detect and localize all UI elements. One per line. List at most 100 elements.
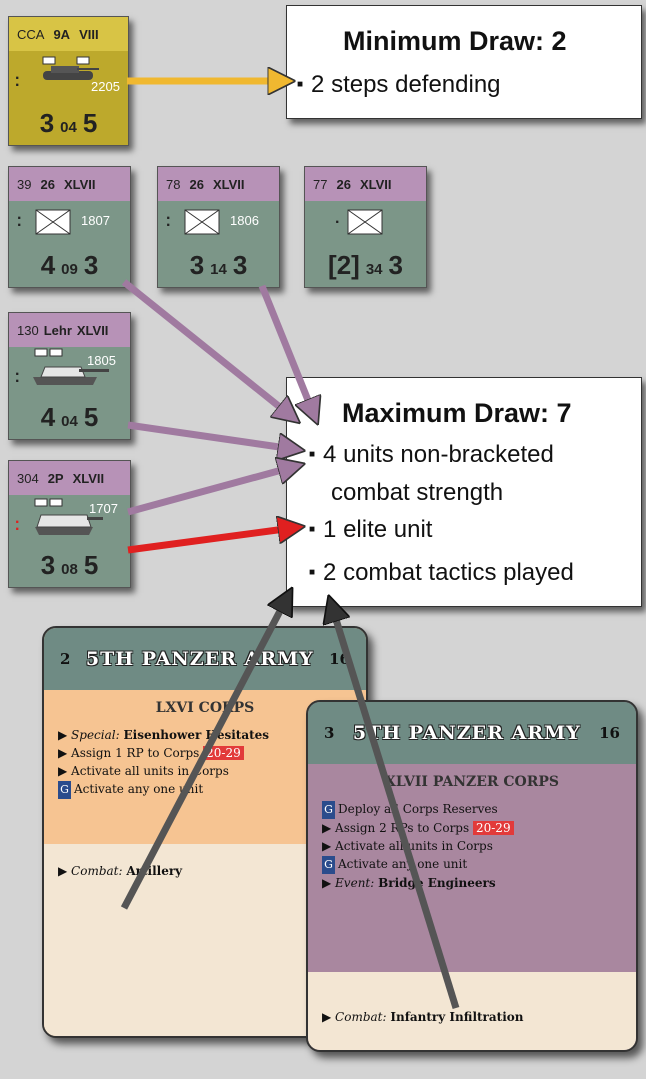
activate-all-text: Activate all units in Corps <box>71 764 229 778</box>
event-label: Event: <box>335 876 375 890</box>
attack-value: 4 <box>40 250 56 280</box>
maximum-draw-item: ■ 4 units non-bracketed <box>309 438 554 472</box>
counter-corps: XLVII <box>359 176 392 192</box>
item-text: 1 elite unit <box>323 516 433 543</box>
counter-division: 26 <box>189 176 204 192</box>
card-value: 16 <box>599 724 620 742</box>
combat-text: Artillery <box>126 864 183 878</box>
activate-one-text: Activate any one unit <box>338 857 468 871</box>
counter-division: 2P <box>47 470 64 486</box>
combat-label: Combat: <box>71 864 123 878</box>
deploy-text: Deploy all Corps Reserves <box>338 802 498 816</box>
counter-corps: XLVII <box>76 322 109 338</box>
counter-division: 26 <box>40 176 55 192</box>
range-tag: 20-29 <box>472 821 514 835</box>
card-combat-line: ▶ Combat: Artillery <box>58 864 183 878</box>
maximum-draw-title: Maximum Draw: 7 <box>342 398 572 428</box>
strength-dots: ·· <box>15 70 21 94</box>
counter-id: 77 <box>313 176 328 192</box>
card-line-activate-all: ▶ Activate all units in Corps <box>322 839 493 853</box>
panther-tank-icon <box>23 347 113 396</box>
special-label: Special: <box>71 728 120 742</box>
move-value: 04 <box>61 413 78 430</box>
counter-header: 77 26 XLVII <box>305 167 426 201</box>
combat-text: Infantry Infiltration <box>390 1010 524 1024</box>
attack-value: 4 <box>40 402 56 432</box>
g-icon: G <box>322 856 335 874</box>
move-value: 14 <box>210 261 227 278</box>
maximum-draw-item-cont: combat strength <box>331 476 503 510</box>
elite-dots: ·· <box>15 514 21 538</box>
item-text: combat strength <box>331 479 504 506</box>
g-icon: G <box>58 781 71 799</box>
counter-values: 3 14 3 <box>158 250 279 281</box>
strength-dots: · <box>335 214 341 231</box>
arrow-red <box>127 527 300 554</box>
card-value: 16 <box>329 650 350 668</box>
arrow-purple <box>127 465 300 516</box>
attack-value: 3 <box>189 250 205 280</box>
counter-id: CCA <box>17 26 45 42</box>
attack-value: 3 <box>39 108 55 138</box>
command-card-xlvii[interactable]: 3 5TH PANZER ARMY 16 XLVII PANZER CORPS … <box>306 700 638 1052</box>
move-value: 34 <box>365 261 383 278</box>
counter-corps: XLVII <box>212 176 245 192</box>
item-text: 4 units non-bracketed <box>323 441 554 468</box>
move-value: 04 <box>60 119 77 136</box>
strength-dots: ·· <box>17 210 23 234</box>
counter-id: 130 <box>17 322 39 338</box>
counter-division: 26 <box>336 176 351 192</box>
card-combat-line: ▶ Combat: Infantry Infiltration <box>322 1010 524 1024</box>
range-tag: 20-29 <box>203 746 244 760</box>
defense-value: 5 <box>83 550 99 580</box>
defense-value: 5 <box>82 108 98 138</box>
arrow-purple <box>127 421 300 450</box>
tank-icon <box>37 55 107 92</box>
assault-gun-icon <box>23 497 113 546</box>
card-corps-title: XLVII PANZER CORPS <box>384 774 560 790</box>
bullet-icon: ■ <box>309 449 316 460</box>
card-line-assign: ▶ Assign 2 RPs to Corps 20-29 <box>308 819 636 837</box>
assign-text: Assign 1 RP to Corps <box>71 746 200 760</box>
counter-corps: XLVII <box>63 176 96 192</box>
move-value: 09 <box>61 261 78 278</box>
defense-value: 3 <box>83 250 99 280</box>
activate-all-text: Activate all units in Corps <box>335 839 493 853</box>
counter-number: 1805 <box>87 353 116 368</box>
card-number: 2 <box>60 650 71 668</box>
counter-number: 1707 <box>89 501 118 516</box>
item-text: 2 steps defending <box>311 71 501 98</box>
infantry-icon <box>35 209 71 240</box>
special-text: Eisenhower Hesitates <box>123 728 270 742</box>
defense-value: 3 <box>232 250 248 280</box>
card-army: 5TH PANZER ARMY <box>85 648 314 670</box>
combat-label: Combat: <box>335 1010 387 1024</box>
counter-id: 78 <box>166 176 181 192</box>
strength-dots: ·· <box>166 210 172 234</box>
bullet-icon: ■ <box>309 524 316 535</box>
activate-one-text: Activate any one unit <box>74 782 204 796</box>
maximum-draw-item: ■ 1 elite unit <box>309 513 432 547</box>
counter-header: 304 2P XLVII <box>9 461 130 495</box>
counter-header: 78 26 XLVII <box>158 167 279 201</box>
card-header: 2 5TH PANZER ARMY 16 <box>44 628 366 690</box>
minimum-draw-title: Minimum Draw: 2 <box>343 26 567 56</box>
counter-division: 9A <box>53 26 71 42</box>
attack-value: [2] <box>328 250 360 280</box>
counter-division: Lehr <box>43 322 72 338</box>
counter-header: CCA 9A VIII <box>9 17 128 51</box>
card-number: 3 <box>324 724 335 742</box>
g-icon: G <box>322 801 335 819</box>
bullet-icon: ■ <box>297 79 304 90</box>
